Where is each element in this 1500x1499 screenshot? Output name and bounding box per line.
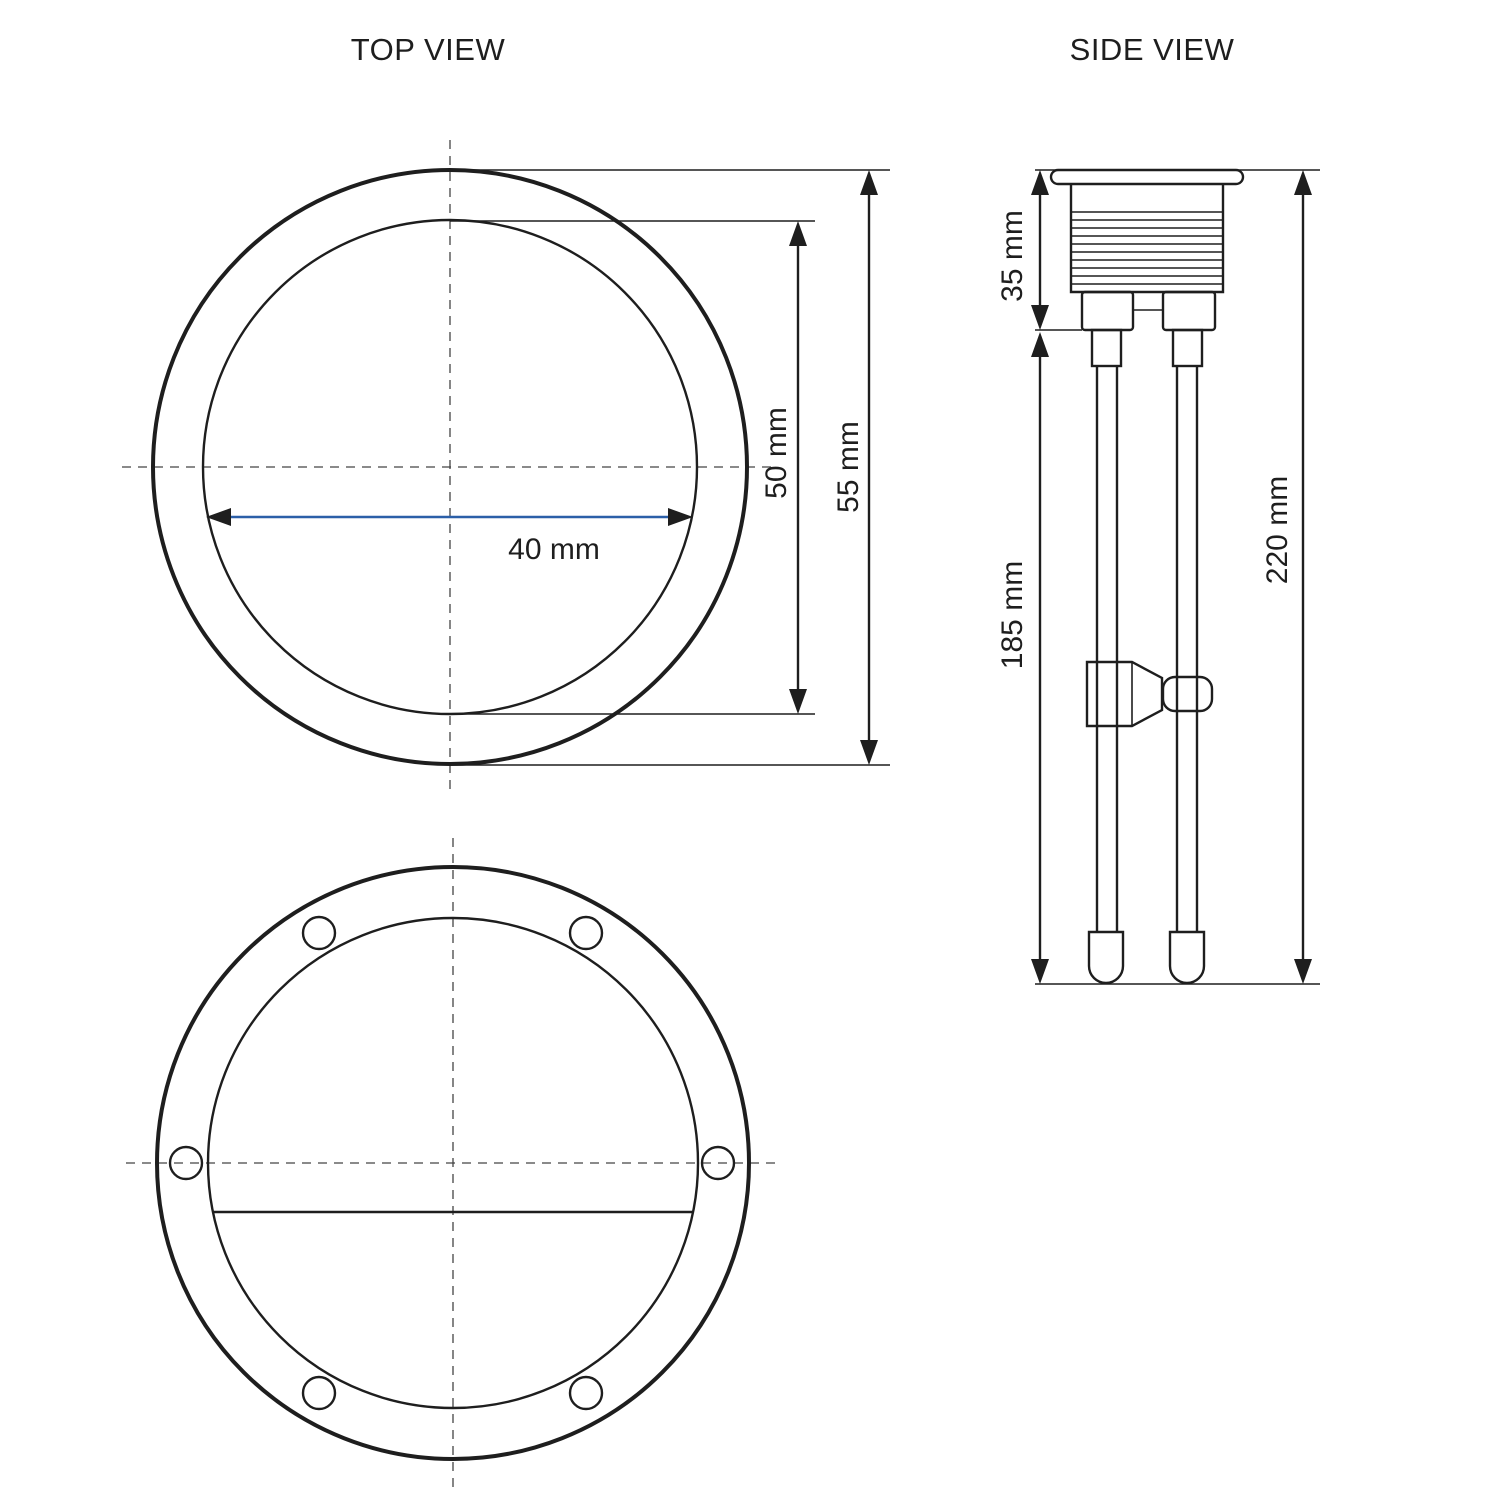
side-view-title: SIDE VIEW xyxy=(1070,32,1235,67)
dimension-220mm: 220 mm xyxy=(1261,170,1312,984)
rod-right xyxy=(1175,366,1199,932)
top-view-title: TOP VIEW xyxy=(351,32,506,67)
rod-collar-right xyxy=(1171,328,1204,368)
outer-flange-circle xyxy=(155,865,751,1461)
connector-block-right xyxy=(1161,290,1217,332)
mounting-hole xyxy=(700,1145,736,1181)
dimension-label-40mm: 40 mm xyxy=(508,533,600,566)
arrowhead-up xyxy=(1294,170,1312,195)
mounting-hole xyxy=(301,915,337,951)
connector-block-left xyxy=(1080,290,1135,332)
arrowhead-up xyxy=(789,221,807,246)
arrowhead-right xyxy=(668,508,693,526)
thread-lines xyxy=(1071,211,1223,285)
rod-end-cap-right xyxy=(1168,930,1206,985)
rod-clamp xyxy=(1085,660,1164,728)
threaded-body xyxy=(1069,184,1225,294)
side-flange xyxy=(1049,168,1245,186)
arrowhead-up xyxy=(1031,170,1049,195)
dimension-55mm: 55 mm xyxy=(832,170,878,765)
top-view-upper: 50 mm 55 mm 40 mm xyxy=(122,140,890,795)
inner-flange-circle xyxy=(206,916,700,1410)
mounting-hole xyxy=(568,915,604,951)
rod-end-cap-left xyxy=(1087,930,1125,985)
rod-left xyxy=(1095,366,1119,932)
arrowhead-down xyxy=(1031,305,1049,330)
arrowhead-down xyxy=(789,689,807,714)
side-view: 35 mm 185 mm 220 mm xyxy=(996,168,1320,985)
dimension-label-220mm: 220 mm xyxy=(1261,476,1294,584)
dimension-label-55mm: 55 mm xyxy=(832,421,865,513)
mounting-hole xyxy=(301,1375,337,1411)
dimension-label-35mm: 35 mm xyxy=(996,210,1029,302)
mounting-hole xyxy=(168,1145,204,1181)
dimension-50mm: 50 mm xyxy=(760,221,807,714)
arrowhead-up xyxy=(1031,332,1049,357)
dimension-label-50mm: 50 mm xyxy=(760,407,793,499)
clamp-knob xyxy=(1161,675,1214,713)
arrowhead-down xyxy=(1294,959,1312,984)
arrowhead-up xyxy=(860,170,878,195)
top-view-lower xyxy=(126,838,780,1490)
rod-collar-left xyxy=(1090,328,1123,368)
dimension-40mm: 40 mm xyxy=(206,508,693,566)
arrowhead-left xyxy=(206,508,231,526)
dimension-35mm: 35 mm xyxy=(996,170,1049,330)
dimension-185mm: 185 mm xyxy=(996,332,1049,984)
arrowhead-down xyxy=(1031,959,1049,984)
dimension-label-185mm: 185 mm xyxy=(996,561,1029,669)
arrowhead-down xyxy=(860,740,878,765)
mounting-hole xyxy=(568,1375,604,1411)
